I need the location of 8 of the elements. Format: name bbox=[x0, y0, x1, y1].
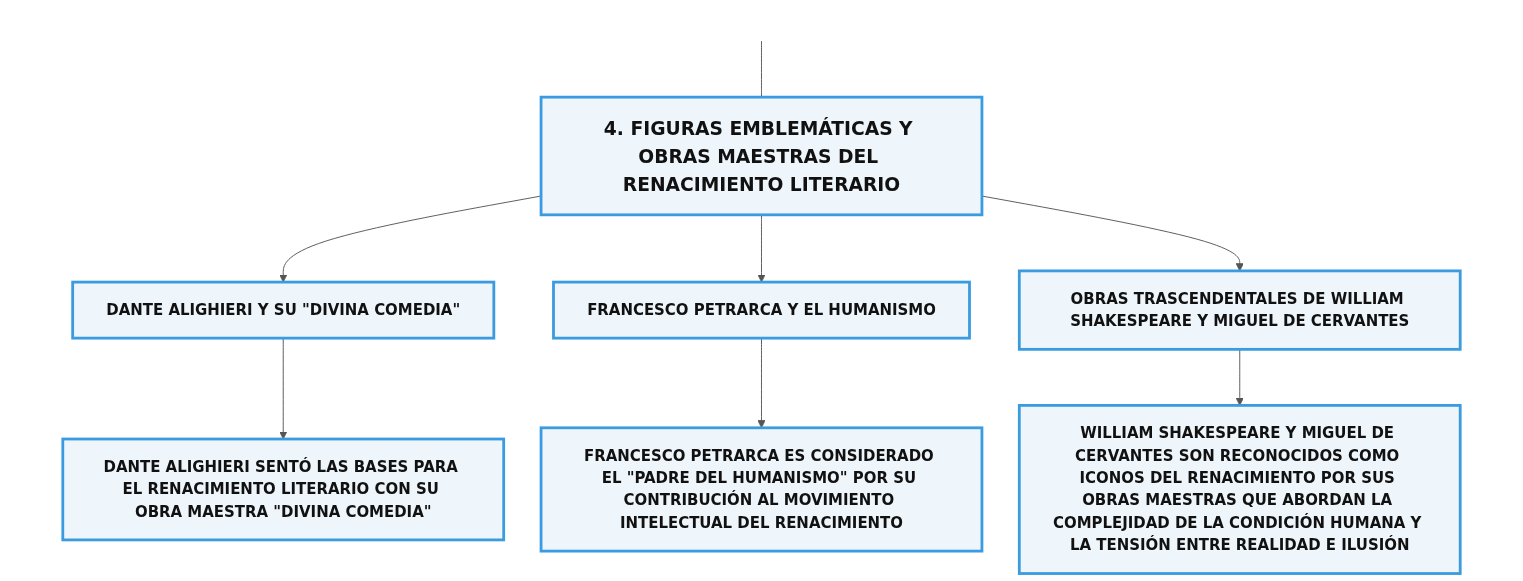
node-box: DANTE ALIGHIERI Y SU "DIVINA COMEDIA" bbox=[71, 280, 496, 340]
node-box: 4. FIGURAS EMBLEMÁTICAS Y OBRAS MAESTRAS DEL RENACIMIENTO LITERARIO bbox=[539, 95, 984, 217]
node-box: OBRAS TRASCENDENTALES DE WILLIAM SHAKESPEARE Y MIGUEL DE CERVANTES bbox=[1017, 269, 1462, 351]
node-box: WILLIAM SHAKESPEARE Y MIGUEL DE CERVANTES SON RECONOCIDOS COMO ICONOS DEL RENACIMIENTO POR SUS OBRAS MAESTRAS QUE ABORDAN LA COMPLEJIDAD DE LA CONDICIÓN HUMANA Y LA TENSIÓN ENTRE REALIDAD E ILUSIÓN bbox=[1017, 404, 1462, 575]
node-box: FRANCESCO PETRARCA Y EL HUMANISMO bbox=[552, 280, 971, 340]
node-box: DANTE ALIGHIERI SENTÓ LAS BASES PARA EL RENACIMIENTO LITERARIO CON SU OBRA MAESTRA "DIVINA COMEDIA" bbox=[61, 437, 506, 542]
connector bbox=[761, 40, 762, 98]
node-box: FRANCESCO PETRARCA ES CONSIDERADO EL "PADRE DEL HUMANISMO" POR SU CONTRIBUCIÓN AL MOVIMIENTO INTELECTUAL DEL RENACIMIENTO bbox=[539, 426, 984, 553]
